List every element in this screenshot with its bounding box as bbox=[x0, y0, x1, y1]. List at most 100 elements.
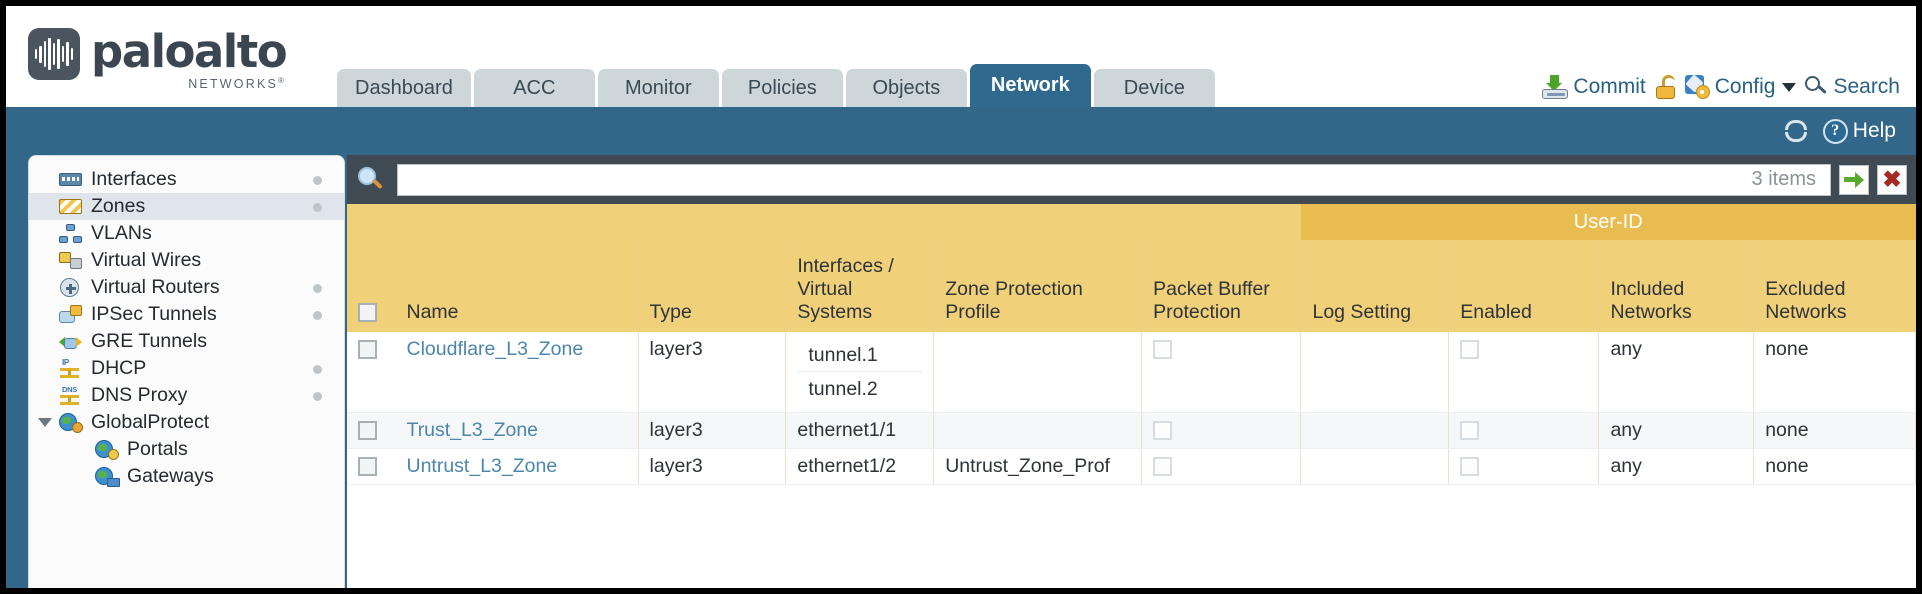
row-select-cell[interactable] bbox=[347, 332, 396, 413]
sidebar-item-label: Portals bbox=[127, 438, 188, 460]
tab-policies[interactable]: Policies bbox=[721, 69, 843, 107]
sidebar-item-virtual-wires[interactable]: Virtual Wires bbox=[29, 247, 344, 274]
packet-buffer-protection-checkbox[interactable] bbox=[1153, 421, 1173, 441]
globalprotect-icon bbox=[59, 413, 83, 433]
column-header-type[interactable]: Type bbox=[638, 240, 787, 332]
column-header-included-networks[interactable]: Included Networks bbox=[1598, 240, 1755, 332]
cell-included-networks: any bbox=[1598, 332, 1755, 413]
sidebar-item-label: Virtual Wires bbox=[91, 249, 202, 271]
column-header-interfaces[interactable]: Interfaces / Virtual Systems bbox=[785, 240, 935, 332]
cell-name[interactable]: Cloudflare_L3_Zone bbox=[395, 332, 639, 413]
zone-name-link[interactable]: Untrust_L3_Zone bbox=[406, 455, 558, 477]
cell-included-networks: any bbox=[1598, 412, 1755, 449]
clear-filter-close-icon[interactable]: ✖ bbox=[1877, 164, 1907, 195]
packet-buffer-protection-checkbox[interactable] bbox=[1153, 457, 1173, 477]
top-header-bar: paloalto NETWORKS® Dashboard ACC Monitor… bbox=[6, 6, 1916, 107]
refresh-icon[interactable] bbox=[1784, 119, 1810, 143]
header-toolbar: Commit Config Search bbox=[1542, 74, 1900, 99]
tab-acc[interactable]: ACC bbox=[473, 69, 595, 107]
table-row[interactable]: Trust_L3_Zone layer3 ethernet1/1 bbox=[347, 412, 1916, 449]
sidebar-item-gre-tunnels[interactable]: GRE Tunnels bbox=[29, 328, 344, 355]
main-nav-tabs: Dashboard ACC Monitor Policies Objects N… bbox=[337, 64, 1215, 107]
row-checkbox[interactable] bbox=[358, 457, 377, 477]
sidebar-item-interfaces[interactable]: Interfaces bbox=[29, 166, 344, 193]
userid-enabled-checkbox[interactable] bbox=[1460, 340, 1480, 360]
help-question-icon: ? bbox=[1822, 118, 1848, 144]
apply-filter-arrow-icon[interactable] bbox=[1839, 164, 1869, 195]
filter-search-icon[interactable] bbox=[358, 166, 384, 193]
zone-name-link[interactable]: Cloudflare_L3_Zone bbox=[406, 338, 584, 360]
cell-type: layer3 bbox=[638, 332, 787, 413]
row-select-cell[interactable] bbox=[347, 412, 396, 449]
interface-list: tunnel.1 tunnel.2 bbox=[797, 338, 923, 406]
userid-enabled-checkbox[interactable] bbox=[1460, 457, 1480, 477]
tab-device[interactable]: Device bbox=[1093, 69, 1215, 107]
item-count-label: 3 items bbox=[1751, 168, 1816, 190]
select-all-header[interactable] bbox=[347, 240, 396, 332]
column-header-zone-protection-profile[interactable]: Zone Protection Profile bbox=[933, 240, 1143, 332]
column-header-name[interactable]: Name bbox=[395, 240, 639, 332]
search-label: Search bbox=[1833, 75, 1900, 98]
config-lock-button[interactable] bbox=[1655, 75, 1676, 99]
cell-interfaces: tunnel.1 tunnel.2 bbox=[785, 332, 935, 413]
config-menu-button[interactable]: Config bbox=[1684, 74, 1797, 99]
cell-name[interactable]: Trust_L3_Zone bbox=[395, 412, 639, 449]
row-checkbox[interactable] bbox=[358, 421, 377, 441]
tab-monitor[interactable]: Monitor bbox=[597, 69, 719, 107]
cell-packet-buffer-protection[interactable] bbox=[1141, 332, 1302, 413]
cell-packet-buffer-protection[interactable] bbox=[1141, 448, 1302, 485]
tab-objects[interactable]: Objects bbox=[845, 69, 967, 107]
network-sidebar: Interfaces Zones VLANs Virtual Wires bbox=[28, 155, 345, 588]
cell-userid-enabled[interactable] bbox=[1448, 448, 1600, 485]
search-button[interactable]: Search bbox=[1805, 75, 1900, 99]
sidebar-item-zones[interactable]: Zones bbox=[29, 193, 344, 220]
sidebar-item-dns-proxy[interactable]: DNS DNS Proxy bbox=[29, 382, 344, 409]
commit-button[interactable]: Commit bbox=[1542, 75, 1646, 99]
sidebar-item-label: IPSec Tunnels bbox=[91, 303, 217, 325]
sidebar-item-gateways[interactable]: Gateways bbox=[29, 463, 344, 490]
table-row[interactable]: Untrust_L3_Zone layer3 ethernet1/2 Untru… bbox=[347, 448, 1916, 485]
search-input[interactable]: 3 items bbox=[397, 163, 1831, 196]
dhcp-icon: IP bbox=[59, 359, 82, 378]
cell-packet-buffer-protection[interactable] bbox=[1141, 412, 1302, 449]
sidebar-item-label: Gateways bbox=[127, 465, 214, 487]
select-all-checkbox[interactable] bbox=[358, 303, 377, 323]
cell-userid-enabled[interactable] bbox=[1448, 332, 1600, 413]
userid-enabled-checkbox[interactable] bbox=[1460, 421, 1480, 441]
cell-type: layer3 bbox=[638, 448, 787, 485]
interface-item: tunnel.2 bbox=[808, 378, 878, 400]
expand-triangle-icon[interactable] bbox=[38, 417, 52, 427]
packet-buffer-protection-checkbox[interactable] bbox=[1153, 340, 1173, 360]
status-dot bbox=[313, 364, 322, 374]
cell-userid-enabled[interactable] bbox=[1448, 412, 1600, 449]
row-select-cell[interactable] bbox=[347, 448, 396, 485]
paloalto-logo: paloalto NETWORKS® bbox=[28, 28, 288, 91]
chevron-down-icon[interactable] bbox=[1782, 82, 1797, 92]
help-button[interactable]: ? Help bbox=[1822, 118, 1896, 144]
tab-dashboard[interactable]: Dashboard bbox=[337, 69, 471, 107]
cell-zone-protection-profile bbox=[933, 332, 1143, 413]
sidebar-item-vlans[interactable]: VLANs bbox=[29, 220, 344, 247]
cell-name[interactable]: Untrust_L3_Zone bbox=[395, 448, 639, 485]
column-header-excluded-networks[interactable]: Excluded Networks bbox=[1753, 240, 1916, 332]
column-header-log-setting[interactable]: Log Setting bbox=[1300, 240, 1450, 332]
gre-tunnels-icon bbox=[59, 332, 82, 351]
group-header-userid: User-ID bbox=[1300, 204, 1916, 240]
row-checkbox[interactable] bbox=[358, 340, 377, 360]
zone-name-link[interactable]: Trust_L3_Zone bbox=[406, 419, 539, 441]
column-header-packet-buffer-protection[interactable]: Packet Buffer Protection bbox=[1141, 240, 1302, 332]
column-header-userid-enabled[interactable]: Enabled bbox=[1448, 240, 1600, 332]
cell-interfaces: ethernet1/1 bbox=[785, 412, 935, 449]
zones-icon bbox=[59, 197, 82, 216]
cell-included-networks: any bbox=[1598, 448, 1755, 485]
sidebar-item-label: GlobalProtect bbox=[91, 411, 210, 433]
sidebar-item-portals[interactable]: Portals bbox=[29, 436, 344, 463]
commit-download-icon bbox=[1542, 75, 1569, 99]
sidebar-item-virtual-routers[interactable]: Virtual Routers bbox=[29, 274, 344, 301]
config-wrench-gear-icon bbox=[1684, 74, 1710, 99]
sidebar-item-globalprotect[interactable]: GlobalProtect bbox=[29, 409, 344, 436]
sidebar-item-ipsec-tunnels[interactable]: IPSec Tunnels bbox=[29, 301, 344, 328]
sidebar-item-dhcp[interactable]: IP DHCP bbox=[29, 355, 344, 382]
table-row[interactable]: Cloudflare_L3_Zone layer3 tunnel.1 tunne… bbox=[347, 332, 1916, 413]
tab-network[interactable]: Network bbox=[969, 64, 1091, 107]
